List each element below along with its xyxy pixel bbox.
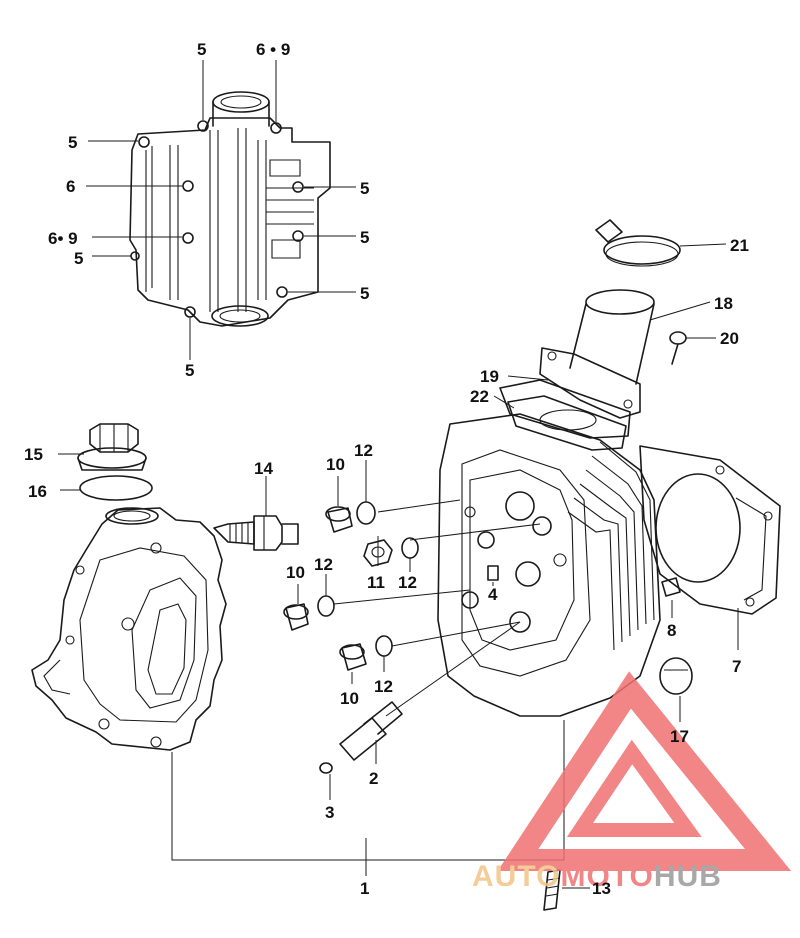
- callout-7: 7: [732, 657, 741, 676]
- washer-lower: [375, 635, 393, 657]
- callout-5: 5: [197, 40, 206, 59]
- callout-18: 18: [714, 294, 733, 313]
- washer-middle: [317, 595, 335, 617]
- callout-2: 2: [369, 769, 378, 788]
- callout-22: 22: [470, 387, 489, 406]
- callout-6-9: 6 • 9: [256, 40, 290, 59]
- callout-8: 8: [667, 621, 676, 640]
- washer-nut: [401, 537, 419, 559]
- callout-5: 5: [74, 249, 83, 268]
- callout-12: 12: [374, 677, 393, 696]
- callout-21: 21: [730, 236, 749, 255]
- callout-5: 5: [68, 133, 77, 152]
- callout-6-9: 6• 9: [48, 229, 78, 248]
- intake-pipe: [539, 289, 655, 419]
- cylinder-head-gasket: [639, 445, 781, 615]
- hose-clamp: [595, 219, 681, 267]
- watermark-text-hub: HUB: [654, 860, 722, 893]
- washer-upper: [356, 501, 376, 525]
- plug-cap: [659, 657, 693, 695]
- head-cover-top-view: [129, 91, 331, 327]
- watermark-triangle: [497, 671, 792, 871]
- screw: [669, 331, 687, 365]
- callout-12: 12: [314, 555, 333, 574]
- callout-10: 10: [340, 689, 359, 708]
- cylinder-head: [437, 413, 661, 717]
- callout-19: 19: [480, 367, 499, 386]
- cap-nut-lower: [339, 643, 367, 671]
- callout-16: 16: [28, 482, 47, 501]
- clip-ring: [319, 762, 333, 774]
- dowel-pin: [487, 565, 499, 581]
- callout-10: 10: [286, 563, 305, 582]
- oil-filler-cap: [77, 423, 147, 471]
- dowel-pin-gasket: [661, 577, 681, 597]
- callout-1: 1: [360, 879, 369, 898]
- head-cover-side-view: [31, 507, 227, 751]
- watermark-text-moto: MOTO: [560, 860, 653, 893]
- watermark-logo: AUTOMOTOHUB: [472, 671, 792, 893]
- o-ring: [79, 475, 153, 501]
- leader-lines: [58, 60, 739, 889]
- callout-4: 4: [488, 585, 498, 604]
- callout-labels: 5 6 • 9 5 6 5 6• 9 5 5 5 5 21 18 20 19 2…: [24, 40, 749, 898]
- spark-plug: [213, 515, 299, 551]
- insulator: [499, 379, 631, 439]
- callout-5: 5: [360, 179, 369, 198]
- callout-5: 5: [360, 284, 369, 303]
- callout-17: 17: [670, 727, 689, 746]
- callout-5: 5: [185, 361, 194, 380]
- callout-13: 13: [592, 879, 611, 898]
- callout-14: 14: [254, 459, 273, 478]
- callout-5: 5: [360, 228, 369, 247]
- svg-text:AUTOMOTOHUB: AUTOMOTOHUB: [472, 860, 722, 893]
- callout-12: 12: [398, 573, 417, 592]
- callout-10: 10: [326, 455, 345, 474]
- watermark-text-auto: AUTO: [472, 860, 560, 893]
- callout-11: 11: [367, 573, 385, 592]
- callout-6: 6: [66, 177, 75, 196]
- cap-nut-middle: [283, 603, 309, 631]
- insulator-gasket: [507, 395, 627, 451]
- callout-20: 20: [720, 329, 739, 348]
- callout-15: 15: [24, 445, 43, 464]
- callout-12: 12: [354, 441, 373, 460]
- callout-3: 3: [325, 803, 334, 822]
- cap-nut-upper: [325, 506, 353, 533]
